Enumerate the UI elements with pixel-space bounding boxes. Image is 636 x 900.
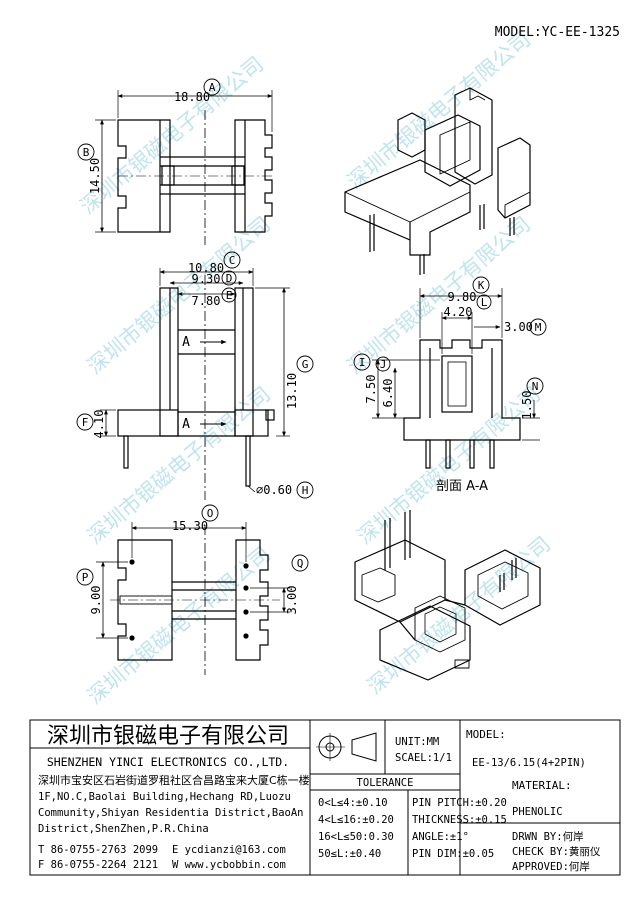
isometric-view-top <box>344 87 531 275</box>
section-label: 剖面 A-A <box>436 479 488 494</box>
tolerance-row: 16<L≤50:0.30 <box>318 831 394 843</box>
dim-o-value: 15.30 <box>172 519 208 533</box>
scale-symbol <box>316 732 377 762</box>
company-name-cn: 深圳市银磁电子有限公司 <box>47 724 289 749</box>
dim-f-letter: F <box>82 416 89 429</box>
dim-e-letter: E <box>226 289 233 302</box>
tolerance-row: ANGLE:±1° <box>412 831 469 843</box>
address-en-line: District,ShenZhen,P.R.China <box>38 823 209 835</box>
dim-d-letter: D <box>226 272 233 285</box>
dim-i-value: 7.50 <box>364 375 378 404</box>
tolerance-row: 4<L≤16:±0.20 <box>318 814 394 826</box>
dim-q-value: 3.00 <box>285 586 299 615</box>
top-view <box>77 78 273 245</box>
tolerance-row: PIN DIM:±0.05 <box>412 848 494 860</box>
dim-h-letter: H <box>302 484 309 497</box>
tolerance-row: 0<L≤4:±0.10 <box>318 797 388 809</box>
dim-a-value: 18.80 <box>174 90 210 104</box>
dim-j-value: 6.40 <box>381 379 395 408</box>
section-arrow-label: A <box>182 417 190 432</box>
dim-i-letter: I <box>359 356 366 369</box>
address-cn: 深圳市宝安区石岩街道罗租社区合昌路宝来大厦C栋一楼 <box>38 773 310 787</box>
tolerance-row: THICKNESS:±0.15 <box>412 814 507 826</box>
address-en-line: Community,Shiyan Residentia District,Bao… <box>38 807 304 819</box>
isometric-view-bottom <box>354 510 541 681</box>
bottom-view <box>76 504 309 675</box>
tolerance-row: 50≤L:±0.40 <box>318 848 381 860</box>
approved-by: APPROVED:何岸 <box>512 860 590 873</box>
address-en-line: 1F,NO.C,Baolai Building,Hechang RD,Luozu <box>38 791 291 803</box>
unit: UNIT:MM <box>395 736 439 748</box>
model-value: EE-13/6.15(4+2PIN) <box>472 757 586 769</box>
dim-m-value: 3.00 <box>504 320 533 334</box>
dim-l-value: 4.20 <box>444 305 473 319</box>
material-value: PHENOLIC <box>512 806 563 818</box>
dim-f-value: 4.10 <box>92 410 106 439</box>
dim-n-letter: N <box>532 380 539 393</box>
dim-o-letter: O <box>207 507 214 520</box>
checked-by: CHECK BY:黄丽仪 <box>512 845 601 858</box>
dim-a-letter: A <box>209 81 216 94</box>
website: W www.ycbobbin.com <box>172 859 286 871</box>
dim-e-value: 7.80 <box>192 294 221 308</box>
dim-g-value: 13.10 <box>285 373 299 409</box>
dim-d-value: 9.30 <box>192 272 221 286</box>
dim-g-letter: G <box>302 358 309 371</box>
dim-c-letter: C <box>229 254 236 267</box>
section-view <box>353 276 547 469</box>
dim-h-value: ⌀0.60 <box>256 483 292 497</box>
tolerance-label: TOLERANCE <box>357 777 414 789</box>
watermark: 深圳市银磁电子有限公司 <box>343 27 535 194</box>
dim-k-letter: K <box>478 279 485 292</box>
dim-c-value: 10.80 <box>188 261 224 275</box>
model-header: MODEL:YC-EE-1325 <box>495 25 620 40</box>
dim-l-letter: L <box>481 296 488 309</box>
company-name-en: SHENZHEN YINCI ELECTRONICS CO.,LTD. <box>47 755 289 769</box>
drawn-by: DRWN BY:何岸 <box>512 830 584 843</box>
scale: SCAEL:1/1 <box>395 752 452 764</box>
telephone: T 86-0755-2763 2099 <box>38 844 158 856</box>
tolerance-row: PIN PITCH:±0.20 <box>412 797 507 809</box>
dim-k-value: 9.80 <box>448 290 477 304</box>
email: E ycdianzi@163.com <box>172 844 286 856</box>
dim-p-letter: P <box>82 571 89 584</box>
front-view <box>76 251 314 500</box>
dim-b-letter: B <box>83 146 90 159</box>
section-arrow-label: A <box>182 335 190 350</box>
watermark: 深圳市银磁电子有限公司 <box>363 532 555 699</box>
dim-m-letter: M <box>535 321 542 334</box>
watermarks: 深圳市银磁电子有限公司 深圳市银磁电子有限公司 深圳市银磁电子有限公司 深圳市银… <box>76 27 555 709</box>
model-label: MODEL: <box>466 728 506 741</box>
dim-j-letter: J <box>380 358 387 371</box>
dim-n-value: 1.50 <box>520 391 534 420</box>
watermark: 深圳市银磁电子有限公司 <box>343 212 535 379</box>
fax: F 86-0755-2264 2121 <box>38 859 158 871</box>
title-block-frame <box>29 719 621 876</box>
dim-b-value: 14.50 <box>88 158 102 194</box>
dim-p-value: 9.00 <box>89 586 103 615</box>
material-label: MATERIAL: <box>512 779 572 792</box>
dim-q-letter: Q <box>297 557 304 570</box>
